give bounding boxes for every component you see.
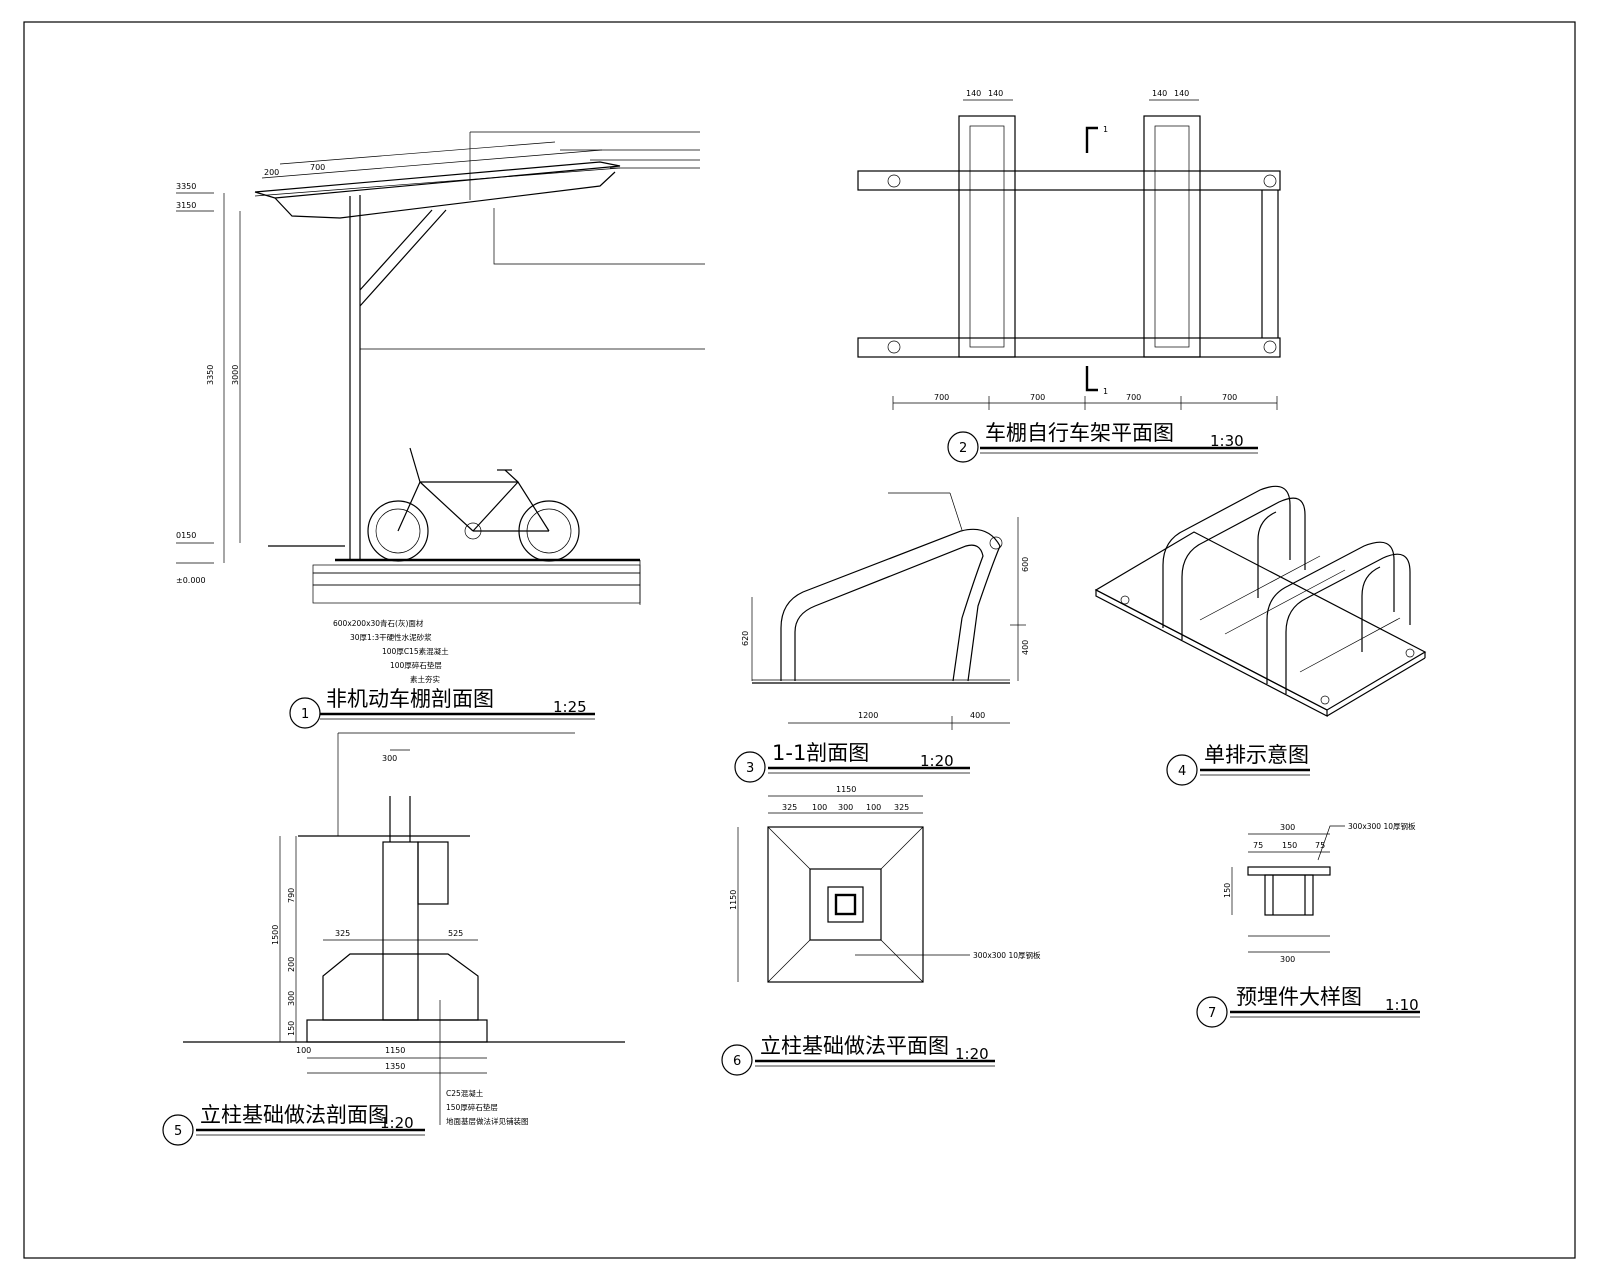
drawing-7-embedded-part: 300 75 150 75 300 150 300x300 10厚钢板 7 预埋… (1196, 821, 1420, 1028)
found-dim-325: 325 (335, 929, 350, 938)
drawing-scale-1: 1:25 (553, 698, 587, 716)
found-dim-525: 525 (448, 929, 463, 938)
plan6-dim-1: 325 (782, 803, 797, 812)
drawing-title-6: 立柱基础做法平面图 (760, 1034, 949, 1058)
drawing-number-1: 1 (301, 707, 309, 722)
note-5: 素土夯实 (410, 674, 440, 684)
plan-dim-2: 700 (1030, 393, 1045, 402)
found-note-2: 150厚碎石垫层 (446, 1102, 498, 1112)
embed-dim-top: 300 (1280, 823, 1295, 832)
top-dim-4: 140 (1174, 89, 1189, 98)
section-dim-1200: 1200 (858, 711, 878, 720)
embed-note: 300x300 10厚钢板 (1348, 821, 1416, 831)
drawing-number-5: 5 (174, 1124, 182, 1139)
embed-dim-2: 150 (1282, 841, 1297, 850)
found-dim-790: 790 (287, 888, 296, 903)
plan6-dim-4: 100 (866, 803, 881, 812)
note-4: 100厚碎石垫层 (390, 660, 442, 670)
drawing-scale-6: 1:20 (955, 1045, 989, 1063)
found-dim-300b: 300 (287, 991, 296, 1006)
drawing-6-foundation-plan: 1150 325 100 300 100 325 1150 300x300 10… (721, 785, 1041, 1076)
found-dim-200: 200 (287, 957, 296, 972)
embed-dim-1: 75 (1253, 841, 1263, 850)
drawing-title-4: 单排示意图 (1204, 743, 1309, 767)
plan6-dim-vert: 1150 (729, 890, 738, 910)
drawing-title-1: 非机动车棚剖面图 (326, 687, 494, 711)
level-3150: 3150 (176, 201, 196, 210)
plan6-note: 300x300 10厚钢板 (973, 950, 1041, 960)
drawing-title-2: 车棚自行车架平面图 (985, 421, 1174, 445)
section-dim-620: 620 (741, 631, 750, 646)
section-dim-400: 400 (1021, 640, 1030, 655)
drawing-2-rack-plan: 140 140 140 140 1 1 700 700 700 700 2 车棚… (857, 89, 1281, 463)
section-mark-bottom: 1 (1103, 387, 1108, 396)
level-0150: 0150 (176, 531, 196, 540)
drawing-number-2: 2 (959, 441, 967, 456)
found-dim-100: 100 (296, 1046, 311, 1055)
drawing-number-4: 4 (1178, 764, 1186, 779)
drawing-number-7: 7 (1208, 1006, 1216, 1021)
section-dim-400b: 400 (970, 711, 985, 720)
embed-dim-bottom: 300 (1280, 955, 1295, 964)
note-3: 100厚C15素混凝土 (382, 646, 449, 656)
plan-dim-1: 700 (934, 393, 949, 402)
plan-dim-4: 700 (1222, 393, 1237, 402)
dim-3350: 3350 (206, 365, 215, 385)
embed-dim-h: 150 (1223, 883, 1232, 898)
drawing-title-7: 预埋件大样图 (1236, 985, 1362, 1009)
plan6-dim-3: 300 (838, 803, 853, 812)
dim-700: 700 (310, 163, 325, 172)
found-dim-150: 150 (287, 1021, 296, 1036)
found-dim-1350: 1350 (385, 1062, 405, 1071)
drawing-3-section-1-1: 600 400 620 1200 400 3 1-1剖面图 1:20 (734, 492, 1030, 783)
dim-200: 200 (264, 168, 279, 177)
top-dim-3: 140 (1152, 89, 1167, 98)
drawing-5-foundation-section: 300 1500 790 200 300 150 325 525 100 115… (162, 732, 625, 1146)
drawing-number-6: 6 (733, 1054, 741, 1069)
note-1: 600x200x30青石(灰)面材 (333, 618, 424, 628)
drawing-scale-3: 1:20 (920, 752, 954, 770)
found-dim-1150: 1150 (385, 1046, 405, 1055)
plan6-dim-5: 325 (894, 803, 909, 812)
drawing-title-5: 立柱基础做法剖面图 (200, 1103, 389, 1127)
level-3350: 3350 (176, 182, 196, 191)
level-zero: ±0.000 (176, 576, 206, 585)
embed-dim-3: 75 (1315, 841, 1325, 850)
dim-3000: 3000 (231, 365, 240, 385)
bicycle-icon (367, 447, 580, 562)
top-dim-1: 140 (966, 89, 981, 98)
plan-dim-3: 700 (1126, 393, 1141, 402)
note-2: 30厚1:3干硬性水泥砂浆 (350, 632, 432, 642)
found-note-3: 地面基层做法详见铺装图 (446, 1116, 529, 1126)
top-dim-2: 140 (988, 89, 1003, 98)
drawing-1-canopy-section: 200 700 3350 3150 0150 ±0.000 3350 3000 … (176, 131, 705, 729)
found-dim-1500: 1500 (271, 925, 280, 945)
found-dim-300: 300 (382, 754, 397, 763)
drawing-scale-5: 1:20 (380, 1114, 414, 1132)
plan6-dim-total: 1150 (836, 785, 856, 794)
drawing-scale-7: 1:10 (1385, 996, 1419, 1014)
drawing-scale-2: 1:30 (1210, 432, 1244, 450)
plan6-dim-2: 100 (812, 803, 827, 812)
sheet-border (23, 21, 1576, 1259)
drawing-number-3: 3 (746, 761, 754, 776)
drawing-4-isometric-rack: 4 单排示意图 (1094, 485, 1427, 786)
drawing-title-3: 1-1剖面图 (772, 741, 869, 765)
section-dim-600: 600 (1021, 557, 1030, 572)
section-mark-top: 1 (1103, 125, 1108, 134)
found-note-1: C25混凝土 (446, 1088, 484, 1098)
